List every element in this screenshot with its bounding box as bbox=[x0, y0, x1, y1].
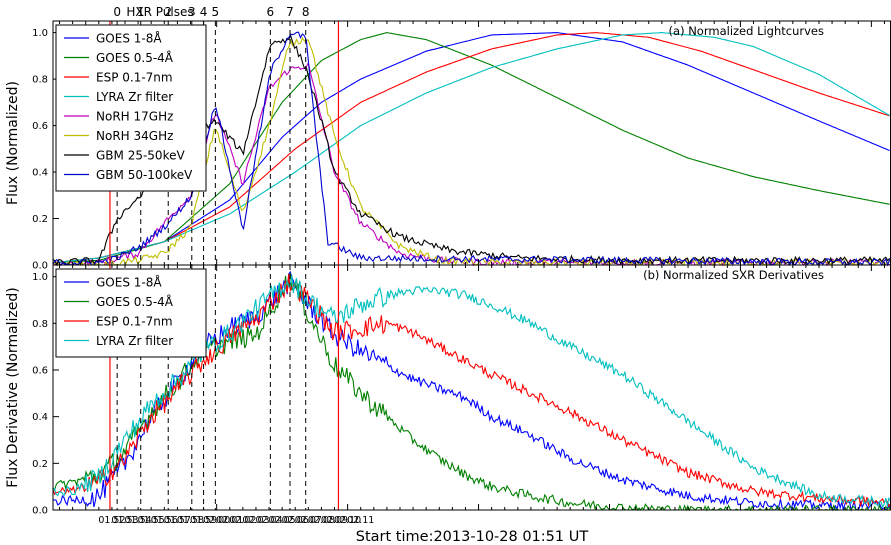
x-tick-label-19: 02.11 bbox=[347, 515, 374, 526]
legend-label-b-3: LYRA Zr filter bbox=[96, 334, 173, 348]
legend-label-a-6: GBM 25-50keV bbox=[96, 149, 185, 163]
x-tick-label-0: 01.52 bbox=[98, 515, 125, 526]
y-axis-label-b: Flux Derivative (Normalized) bbox=[5, 287, 21, 488]
x-tick-label-2: 01.54 bbox=[125, 515, 152, 526]
legend-box-a bbox=[55, 24, 207, 192]
y-tick-label-b-4: 0.8 bbox=[32, 319, 48, 330]
y-tick-label-b-3: 0.6 bbox=[32, 366, 48, 377]
y-tick-label-b-0: 0.0 bbox=[32, 506, 48, 517]
y-tick-label-b-2: 0.4 bbox=[32, 412, 48, 423]
x-tick-label-17: 02.09 bbox=[321, 515, 348, 526]
y-tick-label-a-2: 0.4 bbox=[32, 168, 48, 179]
y-tick-label-a-0: 0.0 bbox=[32, 261, 48, 272]
y-tick-label-a-4: 0.8 bbox=[32, 75, 48, 86]
legend-box-b bbox=[55, 268, 207, 358]
x-axis-label: Start time:2013-10-28 01:51 UT bbox=[356, 529, 589, 545]
panel-b: 0.0 0.2 0.4 0.6 0.8 1.0 (b) Normalized SXR Der… bbox=[5, 264, 891, 517]
y-tick-label-b-5: 1.0 bbox=[32, 272, 48, 283]
x-tick-label-7: 01.59 bbox=[190, 515, 217, 526]
series-line-a-1 bbox=[52, 32, 890, 264]
x-tick-label-14: 02.06 bbox=[282, 515, 309, 526]
x-tick-label-13: 02.05 bbox=[269, 515, 296, 526]
pulse-label-1: 1 bbox=[137, 5, 145, 19]
x-tick-label-6: 01.58 bbox=[177, 515, 204, 526]
y-axis-label-a: Flux (Normalized) bbox=[5, 81, 21, 205]
x-tick-label-16: 02.08 bbox=[308, 515, 335, 526]
x-tick-label-15: 02.07 bbox=[295, 515, 322, 526]
figure-overlay: 01.5201.5301.5401.5501.5601.5701.5801.59… bbox=[98, 5, 588, 545]
series-line-a-5 bbox=[52, 36, 891, 267]
pulse-label-2: 2 bbox=[164, 5, 172, 19]
x-tick-label-8: 02.00 bbox=[203, 515, 230, 526]
legend-label-a-4: NoRH 17GHz bbox=[96, 110, 173, 124]
pulse-label-8: 8 bbox=[302, 5, 310, 19]
x-tick-label-3: 01.55 bbox=[138, 515, 165, 526]
x-tick-label-10: 02.02 bbox=[229, 515, 256, 526]
legend-label-a-3: LYRA Zr filter bbox=[96, 90, 173, 104]
pulse-label-0: 0 bbox=[113, 5, 121, 19]
series-line-a-7 bbox=[52, 31, 891, 267]
x-tick-label-11: 02.03 bbox=[242, 515, 269, 526]
legend-label-a-5: NoRH 34GHz bbox=[96, 129, 173, 143]
pulse-label-6: 6 bbox=[267, 5, 275, 19]
x-tick-label-1: 01.53 bbox=[111, 515, 138, 526]
legend-label-a-7: GBM 50-100keV bbox=[96, 168, 193, 182]
x-tick-label-5: 01.57 bbox=[164, 515, 191, 526]
x-tick-label-18: 02.10 bbox=[334, 515, 361, 526]
legend-label-a-2: ESP 0.1-7nm bbox=[96, 71, 173, 85]
x-tick-label-4: 01.56 bbox=[151, 515, 178, 526]
hxr-pulses-label: HXR Pulses bbox=[126, 5, 193, 19]
pulse-label-3: 3 bbox=[188, 5, 196, 19]
legend-label-a-0: GOES 1-8Å bbox=[96, 31, 162, 46]
panel-title-b: (b) Normalized SXR Derivatives bbox=[643, 268, 824, 282]
legend-label-b-2: ESP 0.1-7nm bbox=[96, 315, 173, 329]
pulse-label-7: 7 bbox=[286, 5, 294, 19]
panel-title-a: (a) Normalized Lightcurves bbox=[669, 24, 824, 38]
legend-label-b-0: GOES 1-8Å bbox=[96, 275, 162, 290]
series-line-b-1 bbox=[52, 273, 891, 512]
legend-label-a-1: GOES 0.5-4Å bbox=[96, 50, 174, 65]
y-tick-label-a-5: 1.0 bbox=[32, 28, 48, 39]
pulse-label-5: 5 bbox=[212, 5, 220, 19]
panel-a: 0.0 0.2 0.4 0.6 0.8 1.0 (a) Normalized Lightcu… bbox=[5, 20, 891, 272]
series-line-a-3 bbox=[52, 32, 890, 264]
x-tick-label-9: 02.01 bbox=[216, 515, 243, 526]
y-tick-label-a-1: 0.2 bbox=[32, 214, 48, 225]
pulse-label-4: 4 bbox=[200, 5, 208, 19]
x-tick-label-12: 02.04 bbox=[255, 515, 282, 526]
y-tick-label-b-1: 0.2 bbox=[32, 459, 48, 470]
series-line-a-2 bbox=[52, 32, 890, 264]
legend-label-b-1: GOES 0.5-4Å bbox=[96, 294, 174, 309]
series-line-b-2 bbox=[52, 274, 891, 508]
y-tick-label-a-3: 0.6 bbox=[32, 121, 48, 132]
